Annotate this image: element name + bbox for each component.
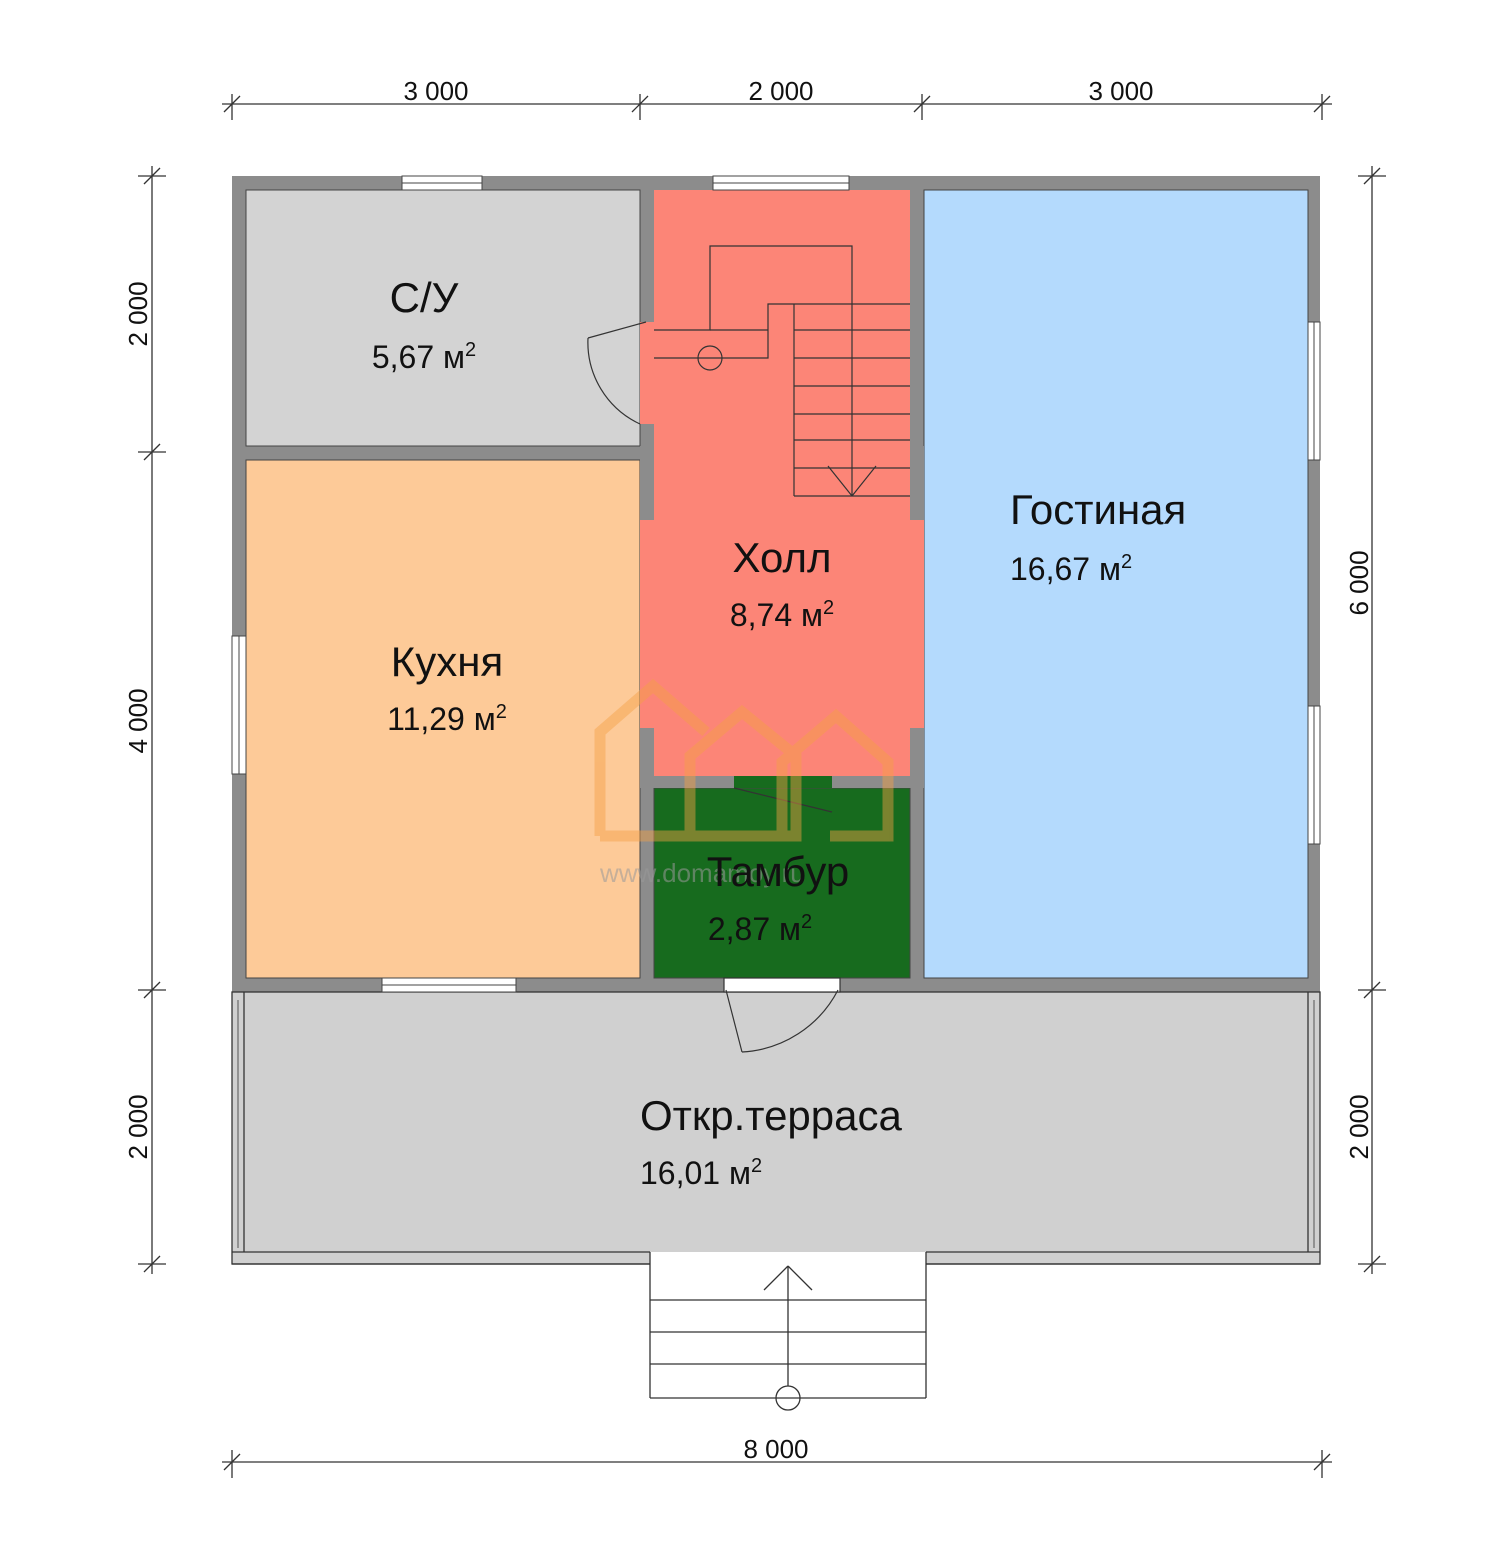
label-vestibule-area: 2,87 м2 — [708, 911, 812, 947]
hall-openings — [640, 520, 924, 728]
dim-left-1: 2 000 — [123, 281, 153, 346]
room-labels: С/У 5,67 м2 Кухня 11,29 м2 Холл 8,74 м2 … — [372, 274, 1186, 1191]
dim-left-3: 2 000 — [123, 1094, 153, 1159]
dim-right-1: 6 000 — [1344, 550, 1374, 615]
room-hall-lower — [640, 520, 924, 776]
label-living-name: Гостиная — [1010, 486, 1186, 533]
dim-top-3: 3 000 — [1088, 76, 1153, 106]
label-terrace-area: 16,01 м2 — [640, 1155, 762, 1191]
terrace — [231, 991, 1321, 1266]
label-kitchen-area: 11,29 м2 — [387, 701, 507, 737]
door-entry — [723, 977, 841, 993]
doors — [587, 321, 841, 1053]
dim-top-1: 3 000 — [403, 76, 468, 106]
dim-bottom: 8 000 — [743, 1434, 808, 1464]
label-hall-area: 8,74 м2 — [730, 597, 834, 633]
dim-left-2: 4 000 — [123, 688, 153, 753]
room-vestibule — [653, 787, 911, 979]
label-bathroom-area: 5,67 м2 — [372, 339, 476, 375]
label-hall-name: Холл — [733, 534, 832, 581]
room-living — [923, 189, 1309, 979]
room-kitchen — [245, 459, 641, 979]
staircase — [654, 245, 910, 497]
label-terrace-name: Откр.терраса — [640, 1092, 903, 1139]
label-vestibule-name: Тамбур — [707, 848, 850, 895]
door-bathroom — [640, 322, 654, 424]
entry-steps — [649, 1252, 927, 1411]
dimension-labels: 3 000 2 000 3 000 8 000 2 000 4 000 2 00… — [123, 76, 1374, 1464]
watermark-logo — [594, 678, 894, 842]
dimension-lines — [138, 94, 1386, 1478]
dim-right-2: 2 000 — [1344, 1094, 1374, 1159]
windows — [231, 175, 1321, 993]
door-vestibule-inner — [734, 776, 832, 788]
label-bathroom-name: С/У — [390, 274, 459, 321]
watermark-text: www.domamoy.ru — [599, 858, 805, 888]
dim-top-2: 2 000 — [748, 76, 813, 106]
label-living-area: 16,67 м2 — [1010, 551, 1132, 587]
room-bathroom — [245, 189, 641, 447]
label-kitchen-name: Кухня — [391, 638, 503, 685]
